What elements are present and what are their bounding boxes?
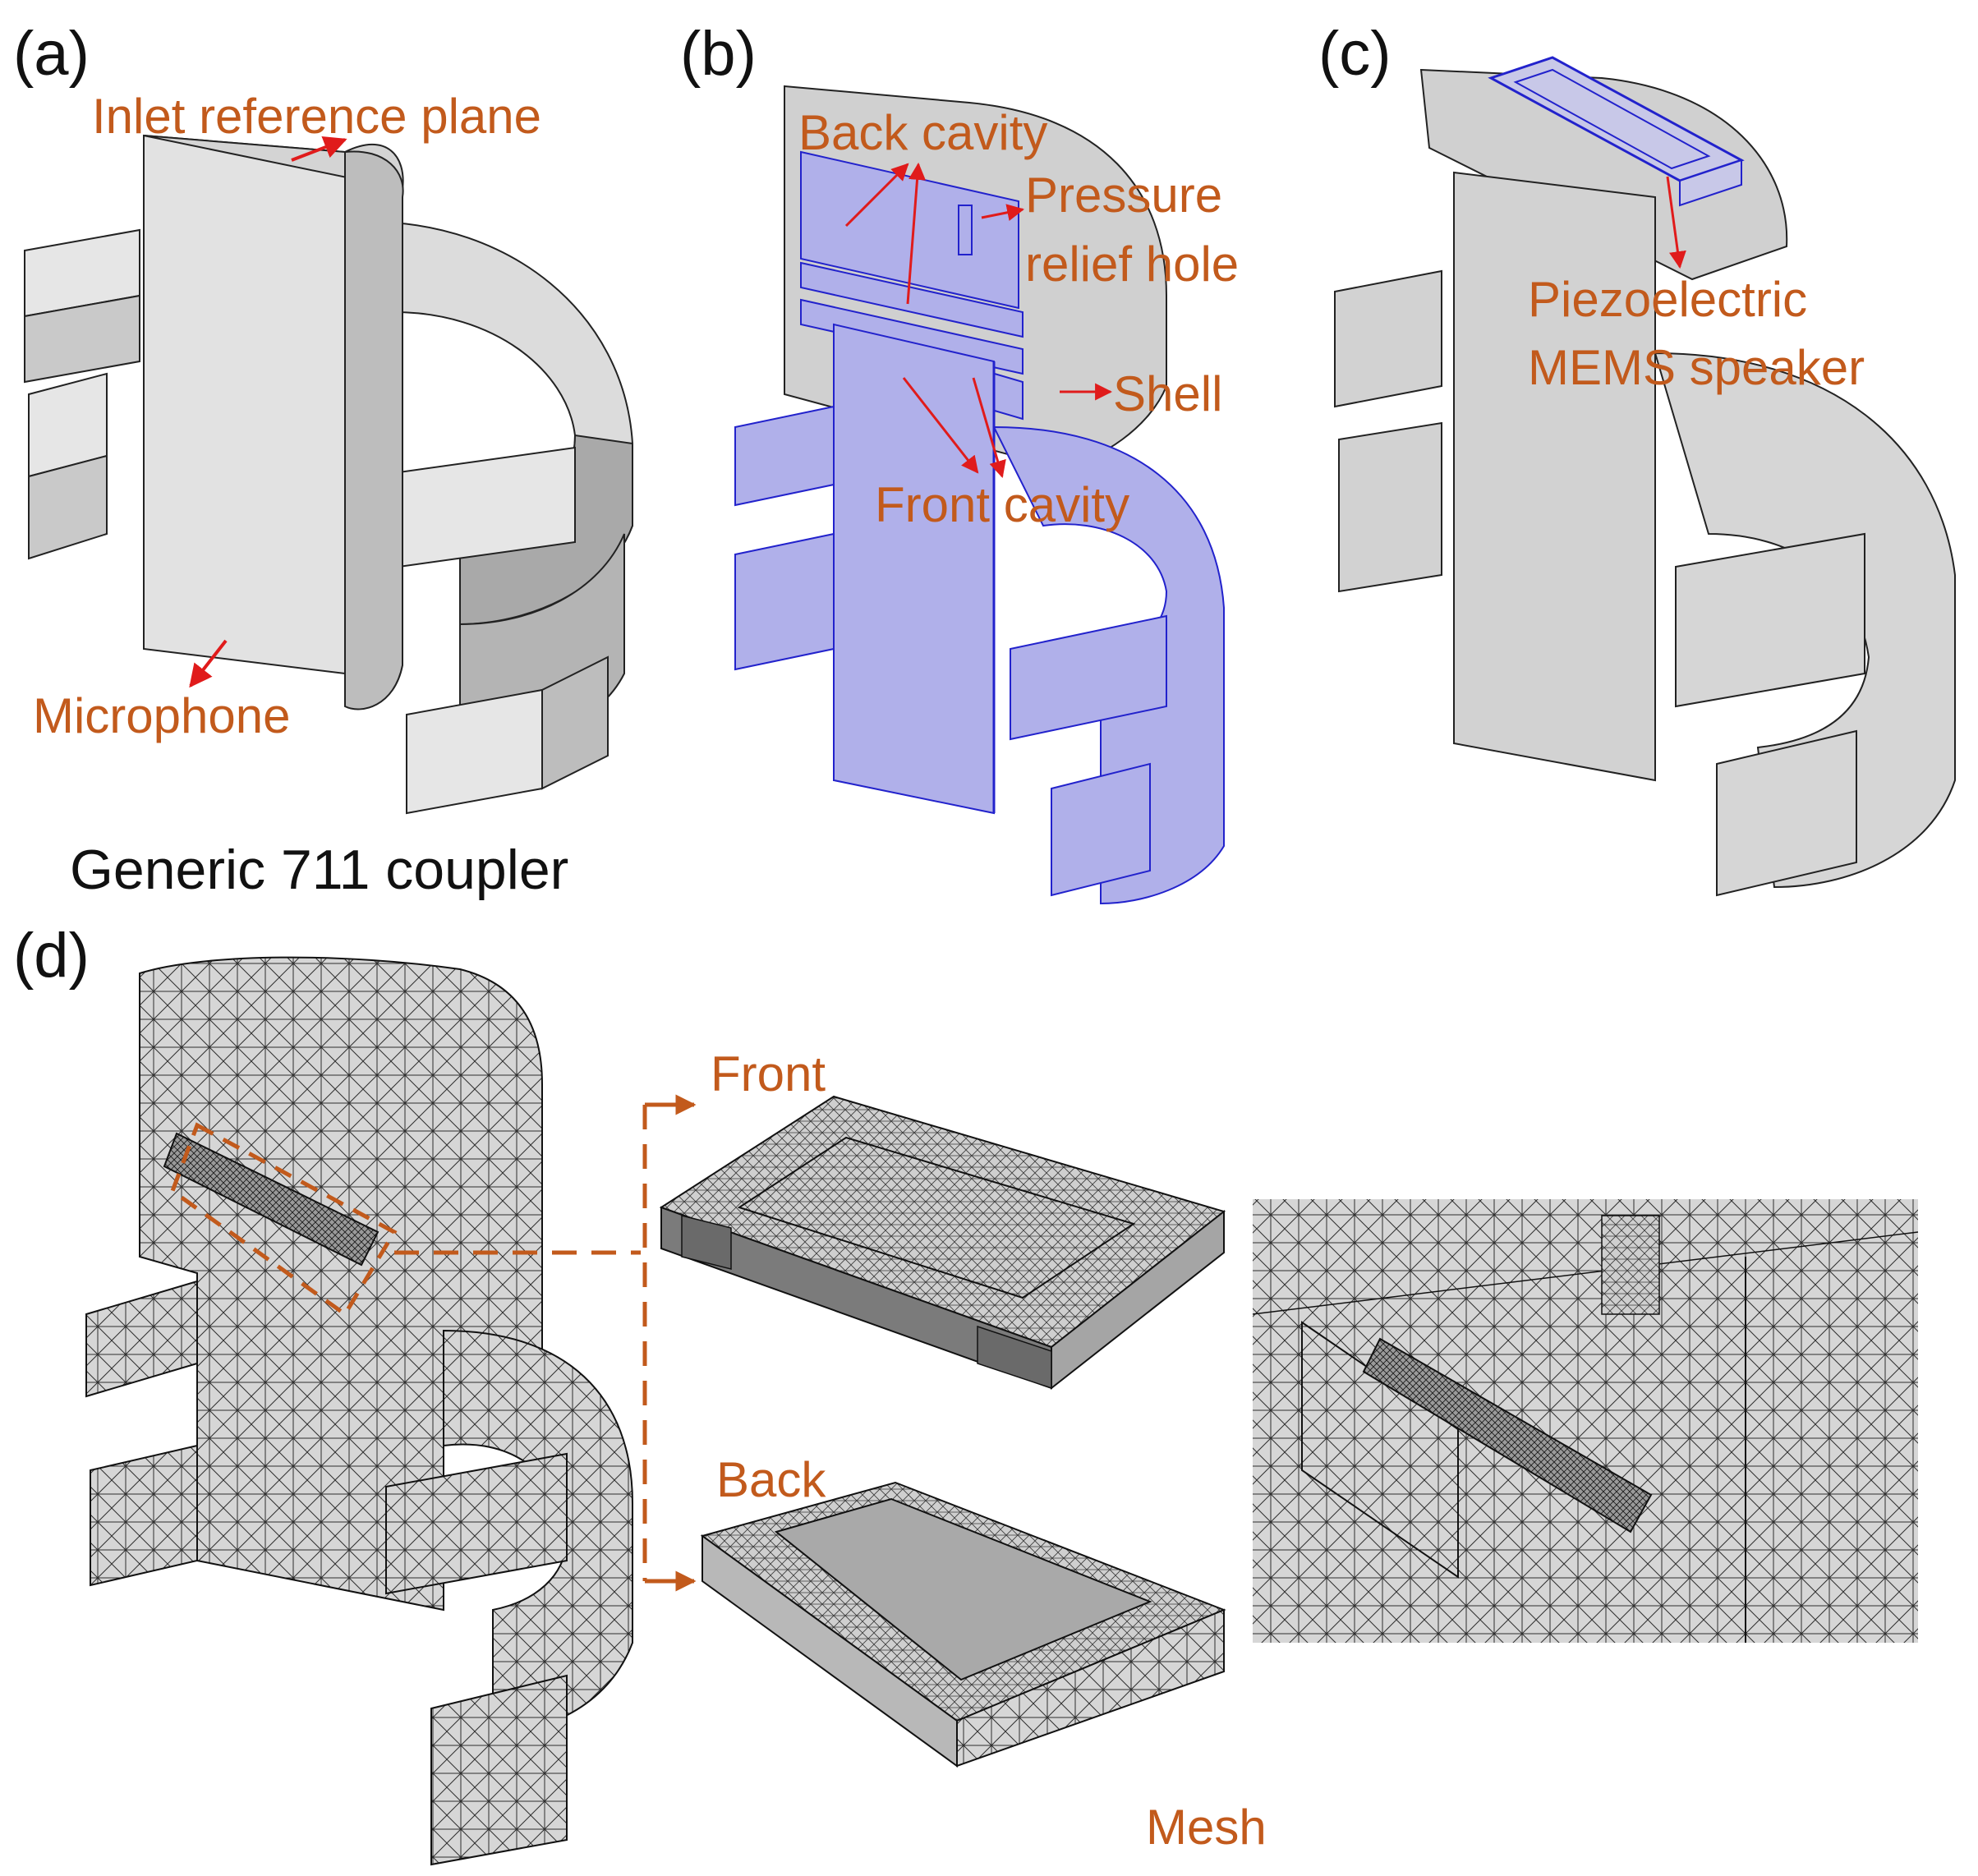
mesh-model-d [85, 956, 633, 1866]
mems-speaker-outline [1488, 56, 1745, 207]
label-piezoelectric-line1: Piezoelectric [1528, 272, 1808, 327]
label-front-cavity: Front cavity [875, 477, 1130, 532]
label-pressure-relief-line1: Pressure [1025, 168, 1223, 223]
label-front: Front [711, 1046, 826, 1101]
label-piezoelectric-line2: MEMS speaker [1528, 340, 1865, 395]
annotation-arrows [189, 136, 1686, 688]
speaker-mesh-back [700, 1481, 1226, 1768]
coupler-model-c [1334, 56, 1956, 897]
label-inlet-reference-plane: Inlet reference plane [92, 89, 542, 144]
mesh-zoom-view [1252, 1199, 1919, 1643]
caption-generic-711-coupler: Generic 711 coupler [70, 839, 569, 901]
mesh-connector [394, 1094, 697, 1592]
speaker-highlight-box [169, 1122, 398, 1317]
coupler-model-a [24, 134, 633, 815]
panel-d-label: (d) [13, 921, 90, 991]
coupler-model-b [734, 85, 1225, 905]
label-back: Back [716, 1452, 826, 1507]
panel-a-label: (a) [13, 19, 90, 89]
label-mesh: Mesh [1146, 1800, 1267, 1855]
label-pressure-relief-line2: relief hole [1025, 237, 1240, 292]
panel-b-label: (b) [680, 19, 757, 89]
label-microphone: Microphone [33, 688, 291, 743]
panel-c-label: (c) [1318, 19, 1392, 89]
label-shell: Shell [1113, 366, 1223, 421]
speaker-mesh-front [659, 1095, 1226, 1391]
label-back-cavity: Back cavity [798, 105, 1048, 160]
